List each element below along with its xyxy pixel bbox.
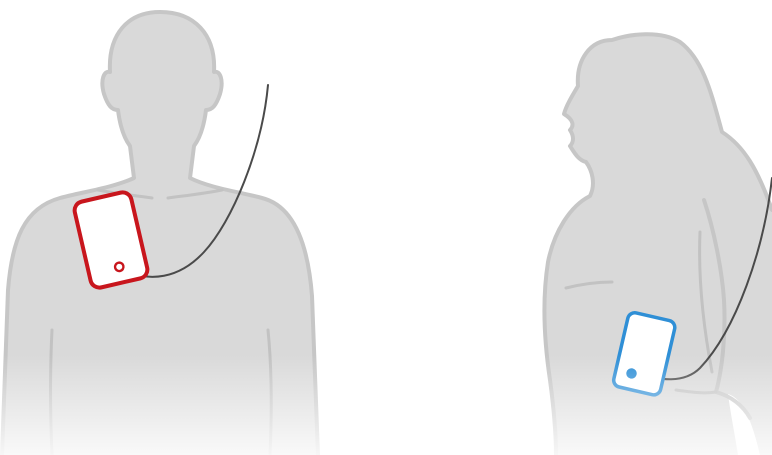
front-figure <box>2 12 318 455</box>
front-left-arm-line <box>51 330 53 455</box>
